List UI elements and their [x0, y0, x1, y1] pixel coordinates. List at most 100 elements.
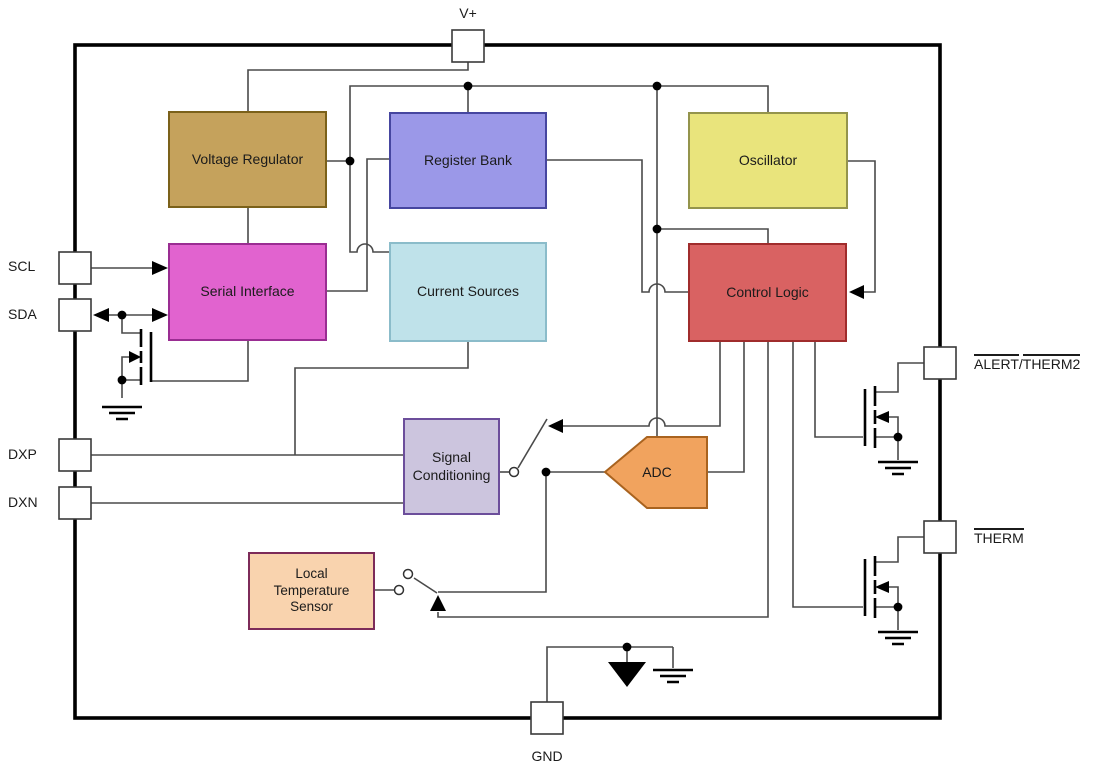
sda-ground-icon	[102, 405, 142, 421]
control-logic-label: Control Logic	[726, 283, 809, 300]
dxp-pin-label: DXP	[8, 446, 37, 462]
local-switch-control-arrow-icon	[430, 595, 446, 611]
remote-switch-contact[interactable]	[508, 466, 520, 478]
wire-adc-to-control-logic	[707, 342, 745, 473]
junction-dot	[345, 156, 355, 166]
wire-alert-drain	[875, 362, 924, 393]
alert-label-part: ALERT	[974, 354, 1019, 372]
junction-dot	[117, 375, 127, 385]
gnd-pin[interactable]	[530, 701, 564, 735]
therm-label-part: THERM	[974, 528, 1024, 546]
alert-mosfet-body-arrow-icon	[875, 411, 889, 423]
local-switch-contact-upper[interactable]	[402, 568, 414, 580]
junction-dot	[893, 602, 903, 612]
wire-sda-mosfet-body	[121, 356, 129, 380]
register-bank-label: Register Bank	[424, 151, 512, 168]
wire-adc-input-from-local	[438, 472, 547, 593]
wire-sda-mosfet-drain	[121, 315, 141, 334]
sda-pin[interactable]	[58, 298, 92, 332]
junction-dot	[117, 310, 127, 320]
wire-therm-body	[889, 586, 899, 607]
chip-outline	[73, 43, 942, 720]
wire-local-switch-control	[437, 342, 769, 618]
alert-therm2-pin-label: ALERT/THERM2	[974, 354, 1081, 372]
voltage-regulator-label: Voltage Regulator	[191, 150, 304, 167]
sda-pin-label: SDA	[8, 306, 37, 322]
junction-dots	[117, 81, 903, 652]
therm2-label-part: THERM2	[1022, 354, 1081, 372]
junction-dot	[463, 81, 473, 91]
oscillator-label: Oscillator	[738, 151, 798, 168]
package-pins	[58, 29, 957, 735]
signal-conditioning-label-line2: Conditioning	[412, 466, 491, 483]
dxp-pin[interactable]	[58, 438, 92, 472]
voltage-regulator-block: Voltage Regulator	[168, 111, 327, 208]
oscillator-block: Oscillator	[688, 112, 848, 209]
signal-conditioning-block: Signal Conditioning	[403, 418, 500, 515]
alert-ground-icon	[878, 460, 918, 476]
wire-vplus-to-voltage-regulator	[247, 62, 469, 111]
junction-dot	[893, 432, 903, 442]
serial-interface-block: Serial Interface	[168, 243, 327, 341]
scl-pin[interactable]	[58, 251, 92, 285]
wire-register-bank-control-logic	[547, 159, 688, 293]
wire-therm-source	[875, 606, 899, 630]
wire-therm-gate	[792, 342, 863, 608]
alert-therm2-pin[interactable]	[923, 346, 957, 380]
control-logic-input-arrow-icon	[849, 285, 864, 299]
current-sources-label: Current Sources	[417, 283, 519, 300]
therm-ground-icon	[878, 630, 918, 646]
junction-dot	[622, 642, 632, 652]
dxn-pin[interactable]	[58, 486, 92, 520]
junction-dot	[652, 81, 662, 91]
wire-remote-switch-control	[563, 342, 721, 427]
wire-vreg-to-current-sources	[349, 161, 389, 253]
gnd-pin-label: GND	[531, 748, 563, 764]
local-temp-sensor-block: Local Temperature Sensor	[248, 552, 375, 630]
junction-dot	[541, 467, 551, 477]
sda-mosfet-body-arrow-icon	[129, 351, 141, 363]
local-temp-sensor-label-line1: Local	[295, 565, 328, 581]
scl-arrow-icon	[152, 261, 168, 275]
wire-current-sources-to-dxp	[294, 342, 469, 455]
vplus-pin[interactable]	[451, 29, 485, 63]
dxn-pin-label: DXN	[8, 494, 38, 510]
switch-contacts	[393, 466, 520, 596]
remote-switch-control-arrow-icon	[548, 419, 563, 433]
therm-mosfet-body-arrow-icon	[875, 581, 889, 593]
therm-pin[interactable]	[923, 520, 957, 554]
wire-register-bank-serial-interface	[327, 158, 389, 292]
serial-interface-label: Serial Interface	[200, 283, 295, 300]
local-temp-sensor-label-line3: Sensor	[290, 599, 333, 615]
scl-pin-label: SCL	[8, 258, 36, 274]
wire-oscillator-to-control-logic	[846, 160, 876, 293]
wire-sda-mosfet-gate	[151, 341, 249, 382]
adc-block-shape	[603, 436, 708, 509]
switch-lever-local	[413, 577, 438, 594]
wire-alert-gate	[814, 342, 863, 438]
arrowheads	[93, 261, 889, 687]
gnd-bars-icon	[653, 668, 693, 684]
wire-rail-to-control-logic	[657, 228, 769, 243]
switch-lever-remote	[517, 418, 548, 469]
sda-left-arrow-icon	[93, 308, 109, 322]
ground-symbols	[102, 405, 918, 684]
wire-alert-source	[875, 436, 899, 460]
adc-label: ADC	[642, 464, 672, 480]
wire-alert-body	[889, 416, 899, 437]
wire-supply-rail	[349, 85, 769, 161]
wire-gnd-net	[546, 646, 673, 702]
local-temp-sensor-label-line2: Temperature	[273, 582, 350, 598]
vplus-pin-label: V+	[459, 5, 477, 21]
control-logic-block: Control Logic	[688, 243, 847, 342]
therm-pin-label: THERM	[974, 528, 1024, 546]
local-switch-contact-lower[interactable]	[393, 584, 405, 596]
current-sources-block: Current Sources	[389, 242, 547, 342]
signal-ground-triangle-icon	[608, 662, 646, 687]
alert-therm2-slash: /	[1018, 356, 1023, 372]
wire-therm-drain	[875, 536, 924, 563]
register-bank-block: Register Bank	[389, 112, 547, 209]
sda-right-arrow-icon	[152, 308, 168, 322]
